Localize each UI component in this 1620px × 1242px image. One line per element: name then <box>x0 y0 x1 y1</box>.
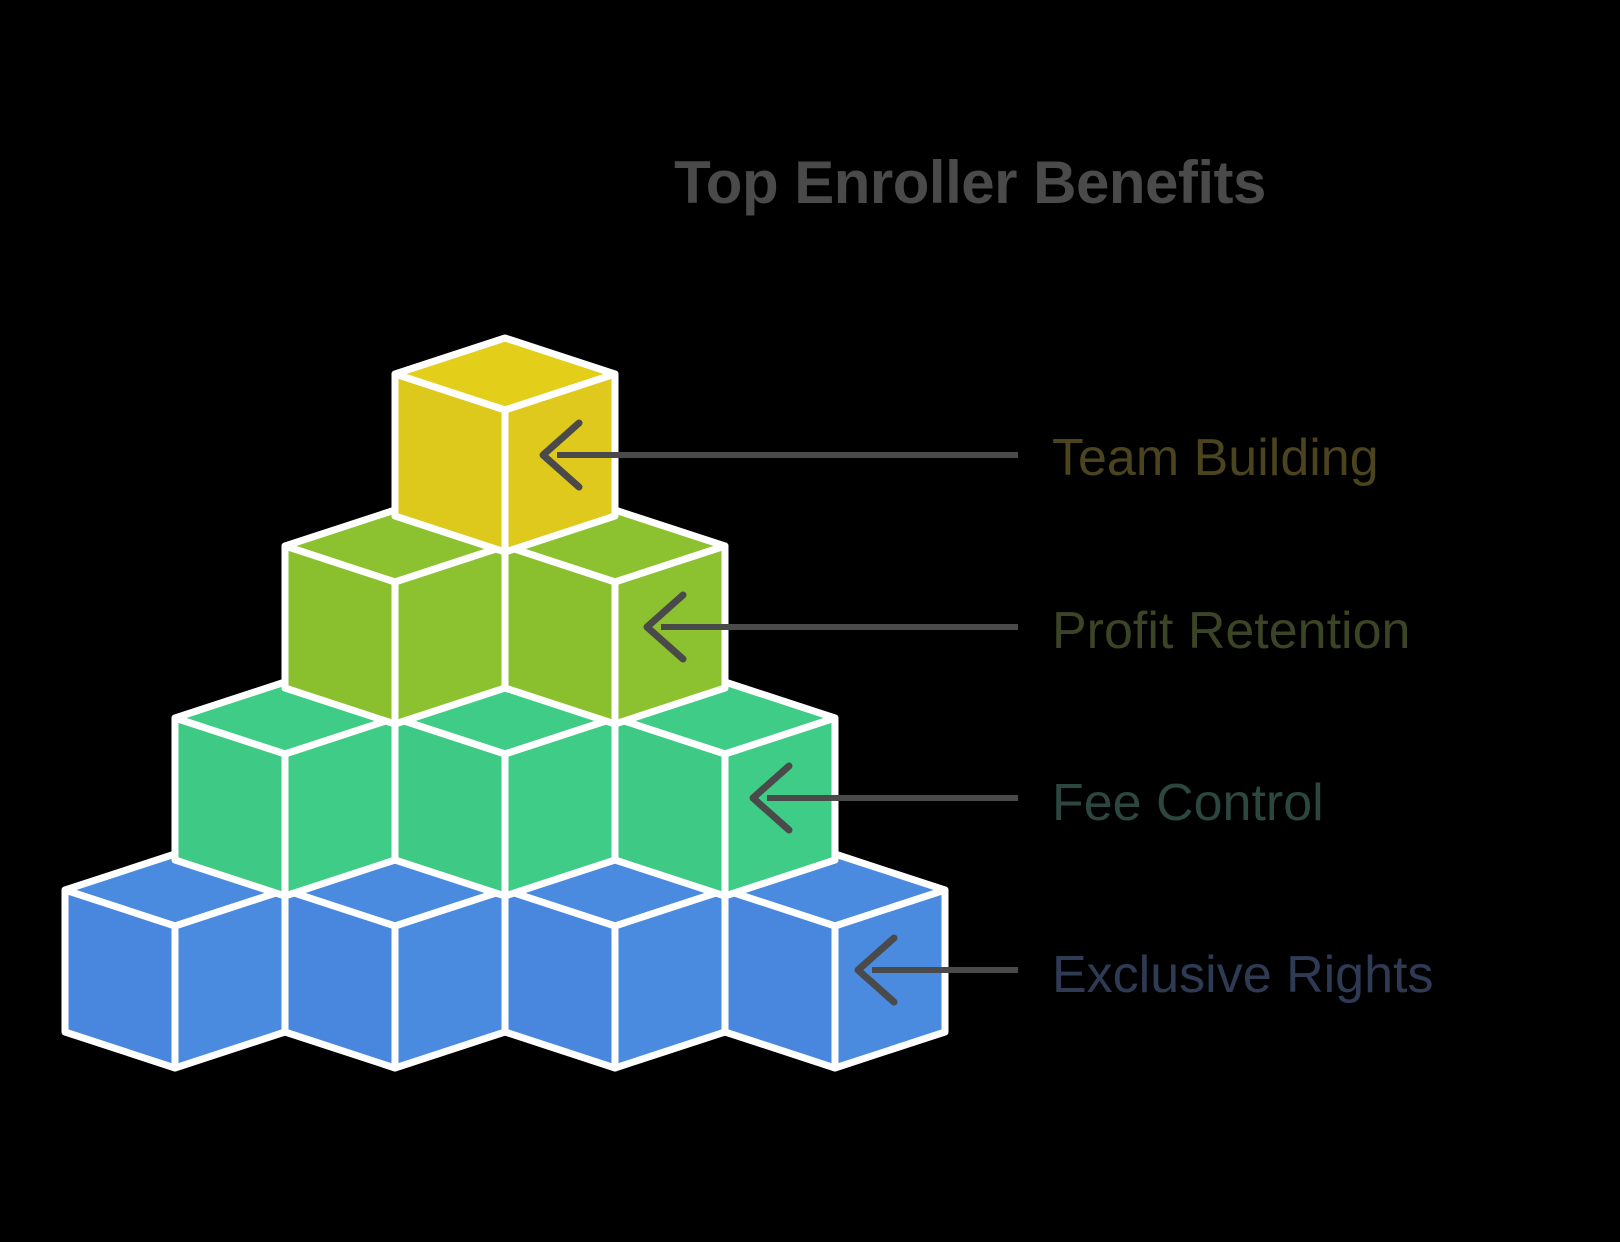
arrowhead-tier-profit-retention <box>643 591 687 663</box>
cube-face-right <box>611 542 729 728</box>
arrowhead-tier-team-building <box>539 419 583 491</box>
cube-face-right <box>831 886 949 1072</box>
cube-tier-exclusive-rights-2 <box>501 850 729 1072</box>
cube-tier-fee-control-2 <box>611 678 839 900</box>
page-title: Top Enroller Benefits <box>674 149 1266 216</box>
cubes-layer <box>61 334 949 1072</box>
cube-face-right <box>501 370 619 556</box>
cube-face-right <box>721 714 839 900</box>
cube-tier-fee-control-0 <box>171 678 399 900</box>
arrowhead-tier-fee-control <box>749 762 793 834</box>
tier-label-tier-fee-control: Fee Control <box>1052 774 1324 832</box>
arrows-layer <box>539 419 1018 1006</box>
tier-label-tier-profit-retention: Profit Retention <box>1052 602 1411 660</box>
tier-label-tier-team-building: Team Building <box>1052 429 1379 487</box>
cube-tier-profit-retention-1 <box>501 506 729 728</box>
cube-tier-team-building-0 <box>391 334 619 556</box>
arrowhead-tier-exclusive-rights <box>854 934 898 1006</box>
tier-label-tier-exclusive-rights: Exclusive Rights <box>1052 946 1434 1004</box>
